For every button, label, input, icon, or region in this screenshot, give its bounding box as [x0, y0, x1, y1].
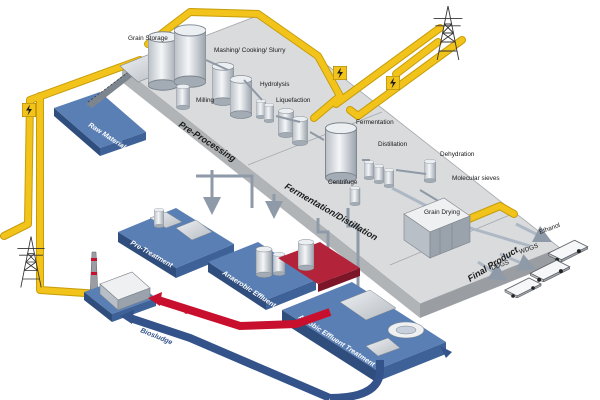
- effluent-arrow: [440, 346, 452, 358]
- power-station-block: [84, 271, 156, 322]
- storage-tank-icon: [324, 122, 358, 184]
- grain-drying-label: Grain Drying: [424, 209, 460, 216]
- storage-tank-icon: [374, 163, 384, 185]
- mashing-label: Mashing/ Cooking/ Slurry: [214, 47, 286, 54]
- hydrolysis-label: Hydrolysis: [260, 81, 289, 88]
- lightning-icon: [22, 103, 36, 117]
- storage-tank-icon: [349, 186, 361, 206]
- grain-storage-label: Grain Storage: [128, 35, 168, 42]
- liquefaction-label: Liquefaction: [276, 97, 311, 104]
- storage-tank-icon: [384, 167, 394, 189]
- power-lines: [0, 8, 518, 298]
- centrifuge-label: Centrifuge: [328, 179, 358, 186]
- molecular-sieves-label: Molecular sieves: [452, 175, 500, 182]
- ethanol-label: Ethanol: [538, 222, 561, 236]
- storage-tank-icon: [230, 75, 252, 119]
- storage-tank-icon: [174, 24, 206, 88]
- fermentation-label: Fermentation: [356, 119, 394, 126]
- storage-tank-icon: [176, 84, 190, 110]
- storage-tank-icon: [364, 159, 374, 181]
- storage-tank-icon: [264, 103, 274, 123]
- output-arrows: [477, 222, 553, 281]
- lightning-icon: [333, 66, 347, 80]
- storage-tank-icon: [278, 108, 294, 138]
- biosludge-flow: Biosludge: [120, 310, 384, 400]
- treatment-connectors: [196, 170, 360, 290]
- milling-label: Milling: [196, 97, 215, 104]
- storage-tank-icon: [424, 159, 436, 183]
- zone-divider-1: [247, 111, 383, 166]
- lightning-icon: [386, 76, 400, 90]
- anaerobic-highlight-block: [278, 239, 360, 292]
- pre-treatment-block: Pre-Treatment: [118, 208, 234, 278]
- distillation-label: Distillation: [378, 141, 408, 148]
- grain-drying-unit: [403, 197, 471, 259]
- dehydration-label: Dehydration: [440, 151, 475, 158]
- raw-materials-block: Raw Materials: [54, 92, 146, 156]
